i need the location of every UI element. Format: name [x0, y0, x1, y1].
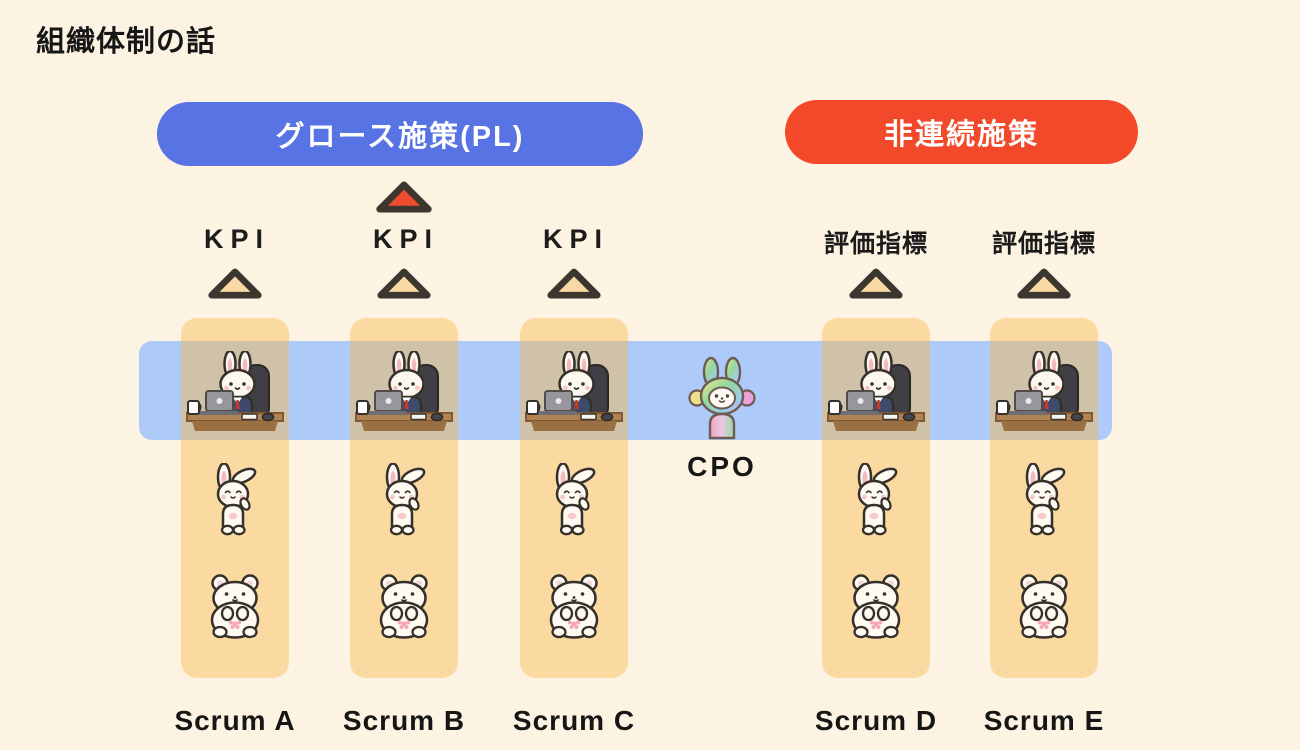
scrum-lead-rabbit-icon [185, 351, 285, 437]
scrum-lead-rabbit-icon [826, 351, 926, 437]
member-bear-icon [199, 572, 271, 640]
member-rabbit-icon [1013, 463, 1075, 539]
page-title: 組織体制の話 [36, 26, 217, 58]
goal-triangle-icon [546, 268, 602, 300]
cpo-label: CPO [687, 451, 757, 482]
goal-triangle-icon [848, 268, 904, 300]
cpo-rainbow-rabbit-icon [684, 356, 760, 440]
overachieved-triangle-icon [374, 181, 434, 214]
goal-triangle-icon [207, 268, 263, 300]
scrum-label-b: Scrum B [342, 705, 466, 736]
metric-label-scrum-a: KPI [203, 224, 270, 254]
member-bear-icon [1008, 572, 1080, 640]
metric-label-scrum-b: KPI [372, 224, 439, 254]
scrum-lead-rabbit-icon [524, 351, 624, 437]
member-rabbit-icon [204, 463, 266, 539]
metric-label-scrum-c: KPI [542, 224, 609, 254]
member-rabbit-icon [543, 463, 605, 539]
scrum-label-e: Scrum E [983, 705, 1105, 736]
member-bear-icon [368, 572, 440, 640]
goal-triangle-icon [1016, 268, 1072, 300]
scrum-label-d: Scrum D [814, 705, 938, 736]
growth-badge: グロース施策(PL) [157, 102, 643, 166]
member-bear-icon [538, 572, 610, 640]
goal-triangle-icon [376, 268, 432, 300]
scrum-label-a: Scrum A [174, 705, 296, 736]
metric-label-scrum-d: 評価指標 [823, 230, 928, 258]
member-rabbit-icon [373, 463, 435, 539]
metric-label-scrum-e: 評価指標 [991, 230, 1096, 258]
scrum-lead-rabbit-icon [354, 351, 454, 437]
member-rabbit-icon [845, 463, 907, 539]
scrum-label-c: Scrum C [512, 705, 636, 736]
scrum-lead-rabbit-icon [994, 351, 1094, 437]
discontinuous-badge: 非連続施策 [785, 100, 1138, 164]
member-bear-icon [840, 572, 912, 640]
